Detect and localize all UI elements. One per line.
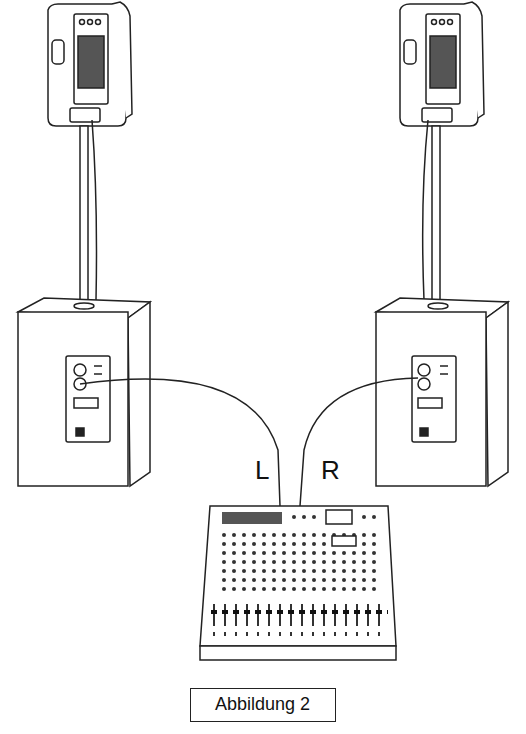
top-speaker [48,2,132,126]
speaker-pole [80,126,88,304]
channel-label: R [321,456,340,485]
caption-box: Abbildung 2 [190,688,336,722]
channel-label: L [255,456,269,485]
top-speaker [400,2,484,126]
mixing-console [200,506,396,660]
figure-caption: Abbildung 2 [215,695,335,715]
subwoofer [18,298,150,486]
speaker-pole [432,126,440,304]
cable-right [300,378,418,506]
cable-left [80,379,280,506]
subwoofer [376,298,508,486]
